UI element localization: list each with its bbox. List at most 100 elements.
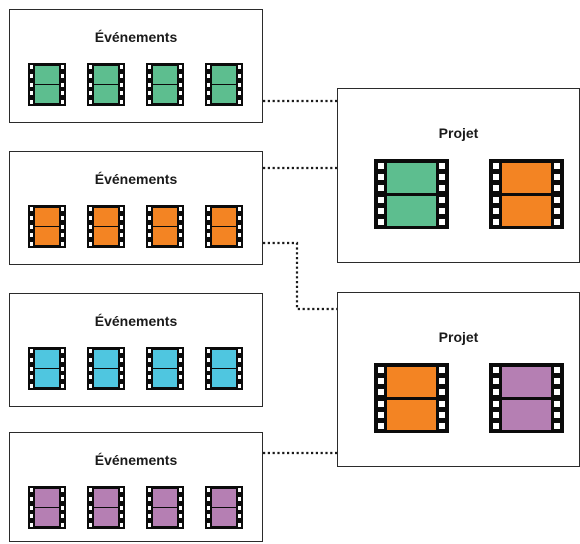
sprocket-hole <box>179 233 182 238</box>
sprocket-hole <box>378 378 384 385</box>
film-frame <box>212 85 236 103</box>
sprocket-hole <box>89 242 92 246</box>
sprocket-hole <box>238 505 241 510</box>
sprocket-hole <box>378 411 384 418</box>
sprocket-hole <box>30 233 33 238</box>
sprocket-hole <box>179 215 182 220</box>
sprocket-hole <box>207 523 210 527</box>
sprocket-hole <box>493 400 499 407</box>
sprocket-hole <box>179 242 182 246</box>
sprocket-hole <box>439 389 445 396</box>
sprocket-hole <box>30 91 33 96</box>
sprocket-hole <box>89 384 92 388</box>
sprocket-hole <box>61 65 64 69</box>
sprocket-hole <box>61 215 64 220</box>
sprocket-hole <box>89 100 92 104</box>
sprocket-hole <box>148 207 151 211</box>
sprocket-hole <box>61 233 64 238</box>
sprocket-hole <box>179 496 182 501</box>
film-frame <box>35 350 59 368</box>
film-frame <box>153 208 177 226</box>
sprocket-hole <box>148 91 151 96</box>
sprocket-hole <box>30 505 33 510</box>
sprocket-hole <box>554 378 560 385</box>
film-frame <box>212 489 236 507</box>
project-clips <box>374 363 564 433</box>
events-box-4: Événements <box>9 432 263 542</box>
sprocket-hole <box>554 163 560 169</box>
sprocket-hole <box>179 514 182 519</box>
sprocket-hole <box>61 224 64 229</box>
sprocket-hole <box>493 411 499 418</box>
sprocket-hole <box>89 488 92 492</box>
film-frame <box>387 400 436 430</box>
film-clip-icon <box>28 205 66 248</box>
film-frame <box>212 227 236 245</box>
sprocket-hole <box>89 505 92 510</box>
film-clip-icon <box>146 486 184 529</box>
event-clips <box>28 205 243 248</box>
film-frame <box>212 369 236 387</box>
sprocket-hole <box>207 514 210 519</box>
film-frame <box>153 489 177 507</box>
film-clip-icon <box>87 63 125 106</box>
sprocket-hole <box>61 496 64 501</box>
sprocket-hole <box>30 224 33 229</box>
film-clip-icon <box>489 363 564 433</box>
sprocket-hole <box>120 488 123 492</box>
sprocket-hole <box>61 488 64 492</box>
sprocket-hole <box>378 389 384 396</box>
film-clip-icon <box>28 347 66 390</box>
film-frame <box>153 350 177 368</box>
sprocket-hole <box>179 505 182 510</box>
sprocket-hole <box>207 82 210 87</box>
sprocket-hole <box>30 207 33 211</box>
sprocket-hole <box>207 91 210 96</box>
film-clip-icon <box>87 486 125 529</box>
sprocket-hole <box>148 496 151 501</box>
sprocket-hole <box>89 73 92 78</box>
sprocket-hole <box>238 207 241 211</box>
sprocket-hole <box>61 349 64 353</box>
sprocket-hole <box>30 242 33 246</box>
sprocket-hole <box>120 349 123 353</box>
sprocket-hole <box>179 207 182 211</box>
project-title: Projet <box>438 329 479 345</box>
sprocket-hole <box>120 91 123 96</box>
events-box-3: Événements <box>9 293 263 407</box>
sprocket-hole <box>179 82 182 87</box>
sprocket-hole <box>493 378 499 385</box>
film-frame <box>387 196 436 226</box>
sprocket-hole <box>30 73 33 78</box>
film-clip-icon <box>28 63 66 106</box>
sprocket-hole <box>238 73 241 78</box>
sprocket-hole <box>179 375 182 380</box>
sprocket-hole <box>179 523 182 527</box>
film-frame <box>153 66 177 84</box>
sprocket-hole <box>493 185 499 192</box>
sprocket-hole <box>179 349 182 353</box>
sprocket-hole <box>493 423 499 429</box>
sprocket-hole <box>61 375 64 380</box>
sprocket-hole <box>148 242 151 246</box>
film-frame <box>153 85 177 103</box>
sprocket-hole <box>30 82 33 87</box>
sprocket-hole <box>439 367 445 373</box>
film-frame <box>94 489 118 507</box>
film-frame <box>35 208 59 226</box>
sprocket-hole <box>554 367 560 373</box>
sprocket-hole <box>120 82 123 87</box>
sprocket-hole <box>120 514 123 519</box>
sprocket-hole <box>61 523 64 527</box>
sprocket-hole <box>554 196 560 203</box>
sprocket-hole <box>61 82 64 87</box>
sprocket-hole <box>378 400 384 407</box>
sprocket-hole <box>148 224 151 229</box>
sprocket-hole <box>61 357 64 362</box>
sprocket-hole <box>207 100 210 104</box>
film-frame <box>94 508 118 526</box>
sprocket-hole <box>207 242 210 246</box>
sprocket-hole <box>61 73 64 78</box>
sprocket-hole <box>89 224 92 229</box>
